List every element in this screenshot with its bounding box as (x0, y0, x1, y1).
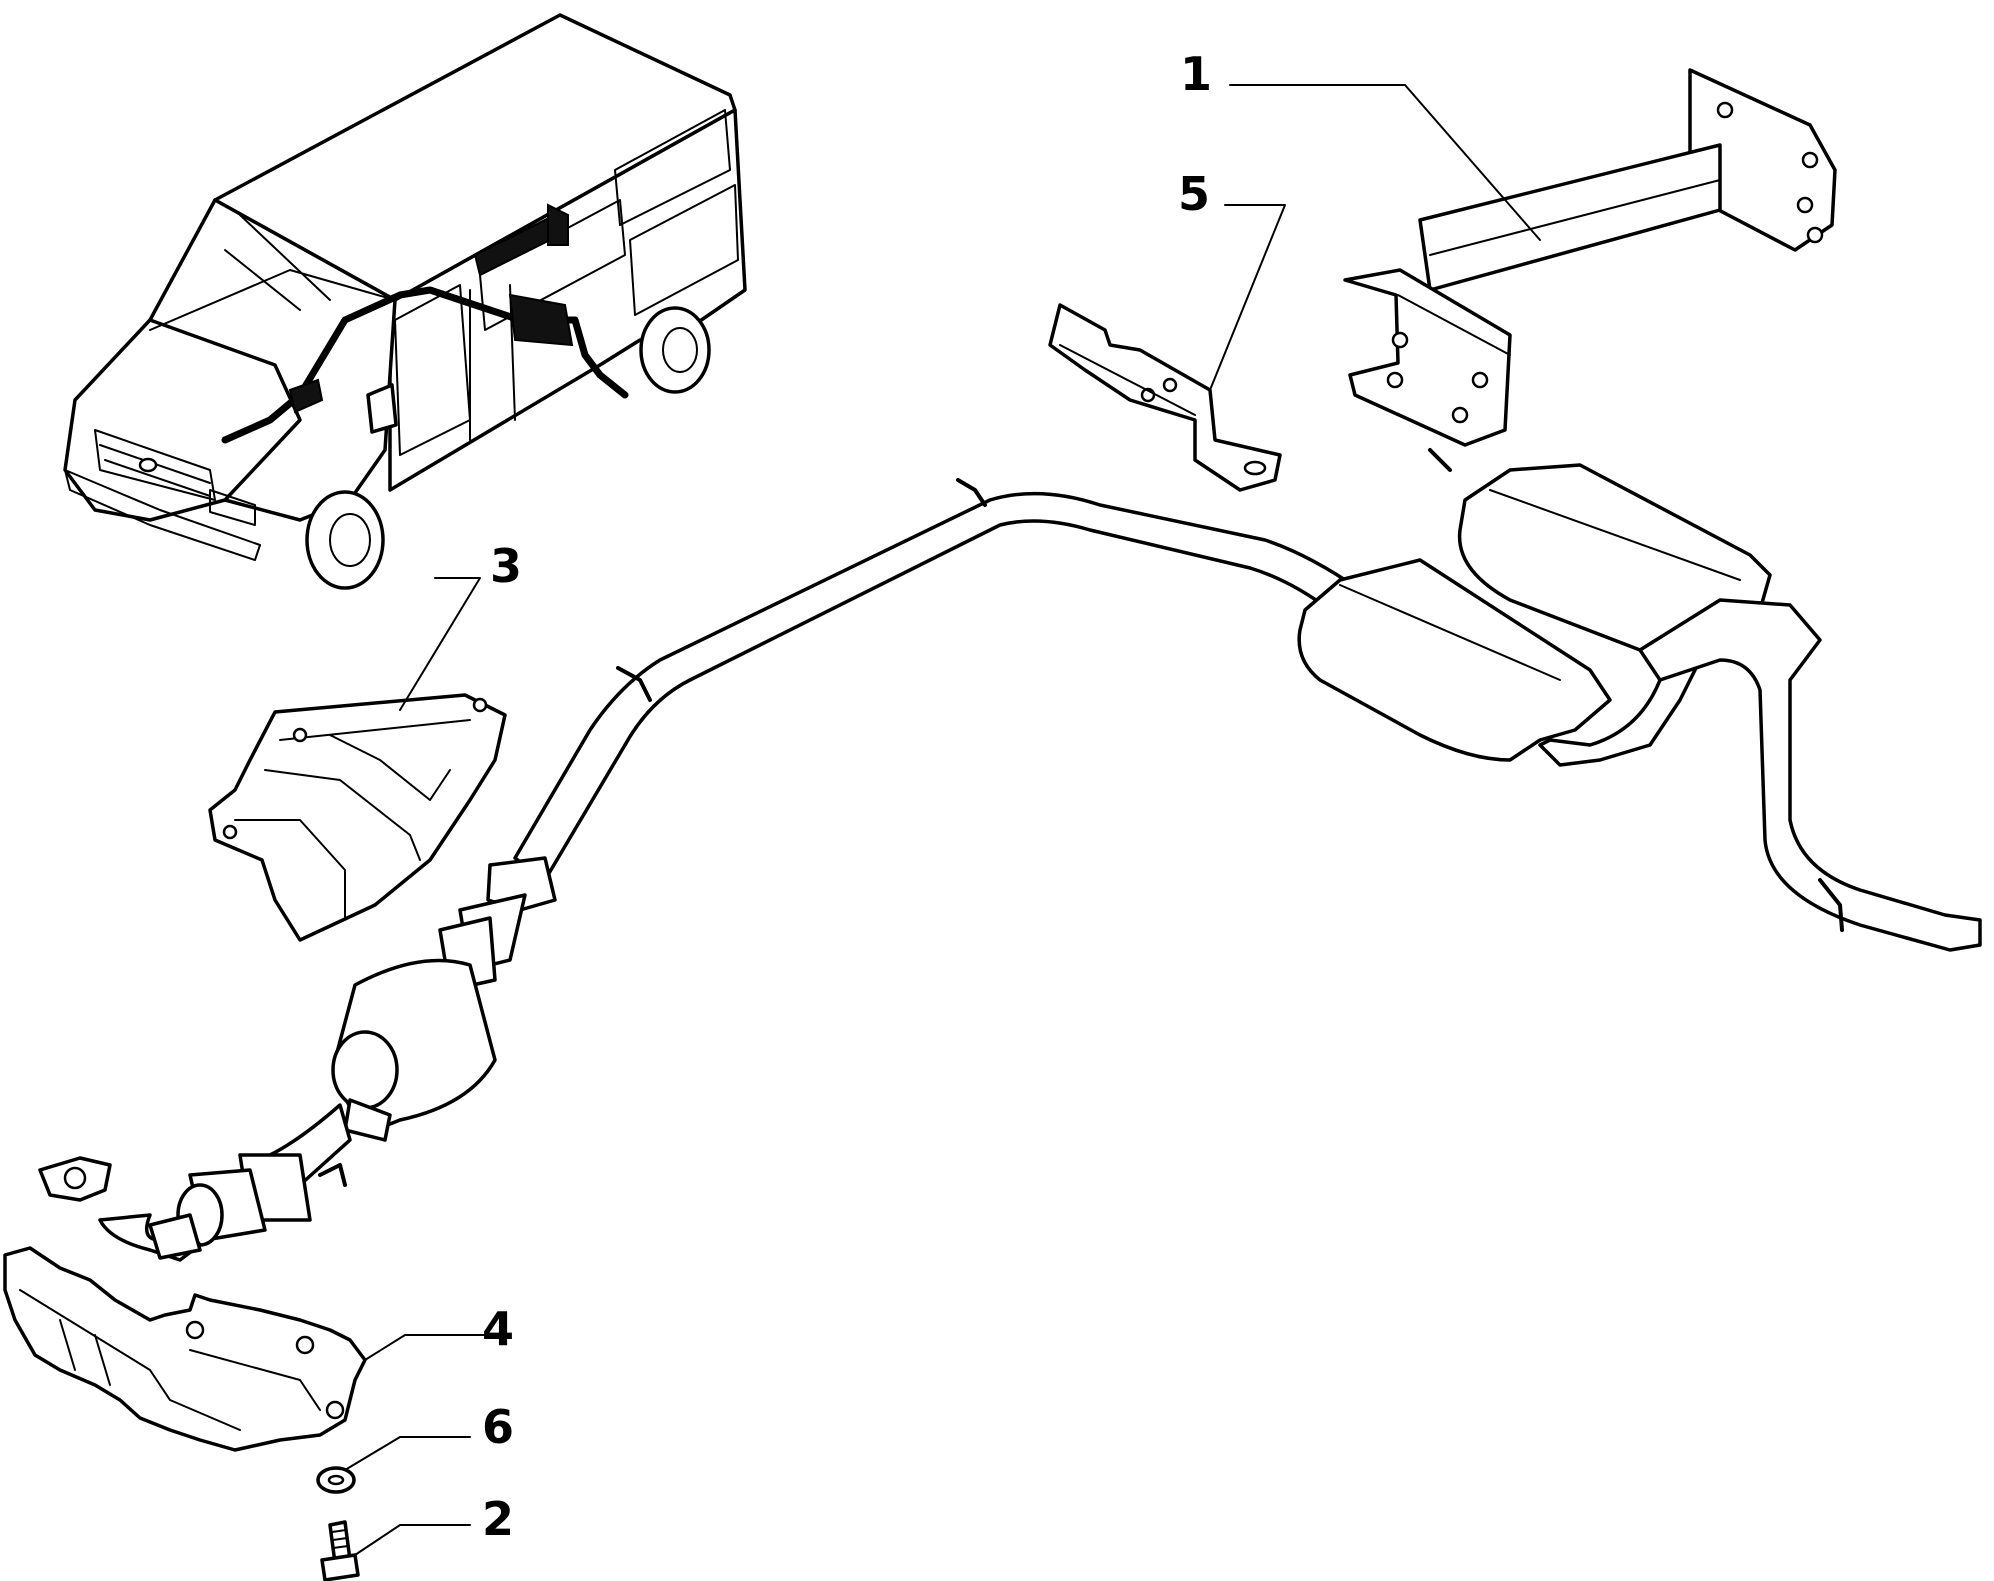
callout-3: 3 (490, 539, 522, 593)
rear-mufflers (1297, 463, 1982, 952)
part-3-heat-shield (208, 693, 507, 942)
part-4-lower-heat-shield (3, 1246, 367, 1452)
part-1-crossmember (1343, 68, 1837, 447)
callout-6: 6 (482, 1400, 514, 1454)
callout-5: 5 (1178, 167, 1210, 221)
part-6-washer (316, 1466, 356, 1494)
part-2-bolt (320, 1520, 360, 1581)
catalytic-converter (38, 916, 497, 1262)
callout-labels: 1 5 3 4 6 2 (482, 47, 1212, 1546)
part-5-bracket (1048, 303, 1282, 492)
callout-1: 1 (1180, 47, 1212, 101)
callout-4: 4 (482, 1302, 514, 1356)
callout-leaders (344, 84, 1541, 1556)
callout-2: 2 (482, 1492, 514, 1546)
van-illustration (63, 13, 747, 590)
exhaust-pipe-main (458, 448, 1452, 972)
